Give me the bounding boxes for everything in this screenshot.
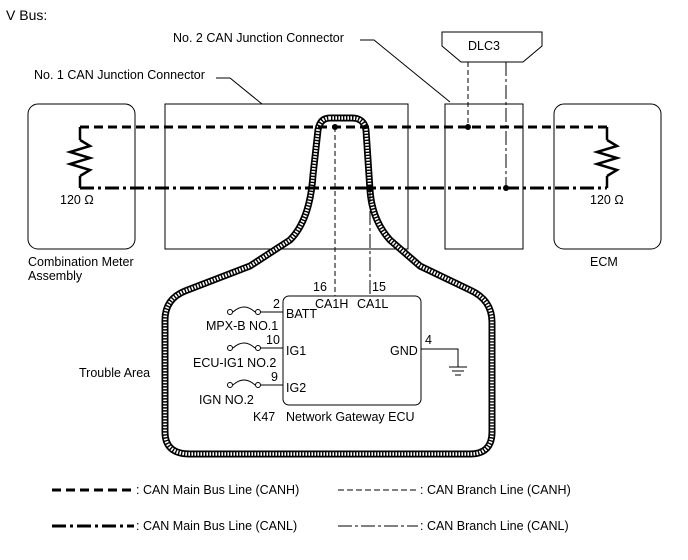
right-terminating-resistor bbox=[592, 127, 622, 188]
combination-meter-label: Combination Meter bbox=[28, 255, 134, 269]
mpxb-fuse-label: MPX-B NO.1 bbox=[206, 319, 278, 333]
dlc3-canh-junction bbox=[465, 124, 471, 130]
dlc3-label: DLC3 bbox=[468, 39, 500, 53]
combination-meter-box bbox=[27, 103, 136, 250]
trouble-area-label: Trouble Area bbox=[79, 366, 150, 380]
trouble-area-outline-hatch bbox=[163, 116, 494, 456]
gateway-ecu-name-label: Network Gateway ECU bbox=[286, 410, 415, 424]
ground-symbol bbox=[421, 348, 467, 376]
gateway-canl-junction bbox=[367, 185, 373, 191]
no1-connector-label: No. 1 CAN Junction Connector bbox=[34, 68, 205, 82]
no2-junction-connector-box bbox=[444, 103, 524, 250]
pin-10-number: 10 bbox=[266, 333, 280, 347]
combination-meter-label-2: Assembly bbox=[28, 269, 83, 283]
legend-branch-canh-label: : CAN Branch Line (CANH) bbox=[420, 483, 571, 497]
pin-15-number: 15 bbox=[372, 280, 386, 294]
dlc3-connector bbox=[441, 31, 543, 63]
mpxb-fuse-symbol bbox=[227, 306, 283, 315]
pin-ca1h-label: CA1H bbox=[315, 297, 348, 311]
dlc3-canl-junction bbox=[503, 185, 509, 191]
pin-16-number: 16 bbox=[313, 280, 327, 294]
right-resistor-label: 120 Ω bbox=[590, 193, 624, 207]
left-resistor-label: 120 Ω bbox=[60, 193, 94, 207]
ign-fuse-symbol bbox=[227, 379, 283, 388]
no2-connector-leader bbox=[360, 39, 451, 103]
pin-batt-label: BATT bbox=[286, 307, 317, 321]
diagram-title: V Bus: bbox=[6, 7, 47, 23]
no2-connector-label: No. 2 CAN Junction Connector bbox=[173, 31, 344, 45]
legend-branch-canl-label: : CAN Branch Line (CANL) bbox=[420, 519, 569, 533]
ecm-box bbox=[553, 103, 662, 250]
network-gateway-ecu-box bbox=[282, 295, 422, 406]
legend-main-canl-label: : CAN Main Bus Line (CANL) bbox=[136, 519, 297, 533]
pin-2-number: 2 bbox=[273, 297, 280, 311]
pin-4-number: 4 bbox=[425, 333, 432, 347]
ecuig1-fuse-symbol bbox=[227, 342, 283, 351]
left-terminating-resistor bbox=[65, 127, 95, 188]
ecuig1-fuse-label: ECU-IG1 NO.2 bbox=[193, 356, 276, 370]
connector-id-label: K47 bbox=[253, 410, 275, 424]
gateway-canh-junction bbox=[332, 124, 338, 130]
no1-junction-connector-box bbox=[164, 103, 409, 250]
pin-ig1-label: IG1 bbox=[286, 344, 306, 358]
pin-9-number: 9 bbox=[271, 370, 278, 384]
pin-ig2-label: IG2 bbox=[286, 381, 306, 395]
pin-gnd-label: GND bbox=[390, 344, 418, 358]
no1-connector-leader bbox=[216, 77, 263, 105]
ecm-label: ECM bbox=[590, 255, 618, 269]
pin-ca1l-label: CA1L bbox=[357, 297, 388, 311]
legend-main-canh-label: : CAN Main Bus Line (CANH) bbox=[136, 483, 299, 497]
ign-fuse-label: IGN NO.2 bbox=[199, 393, 254, 407]
